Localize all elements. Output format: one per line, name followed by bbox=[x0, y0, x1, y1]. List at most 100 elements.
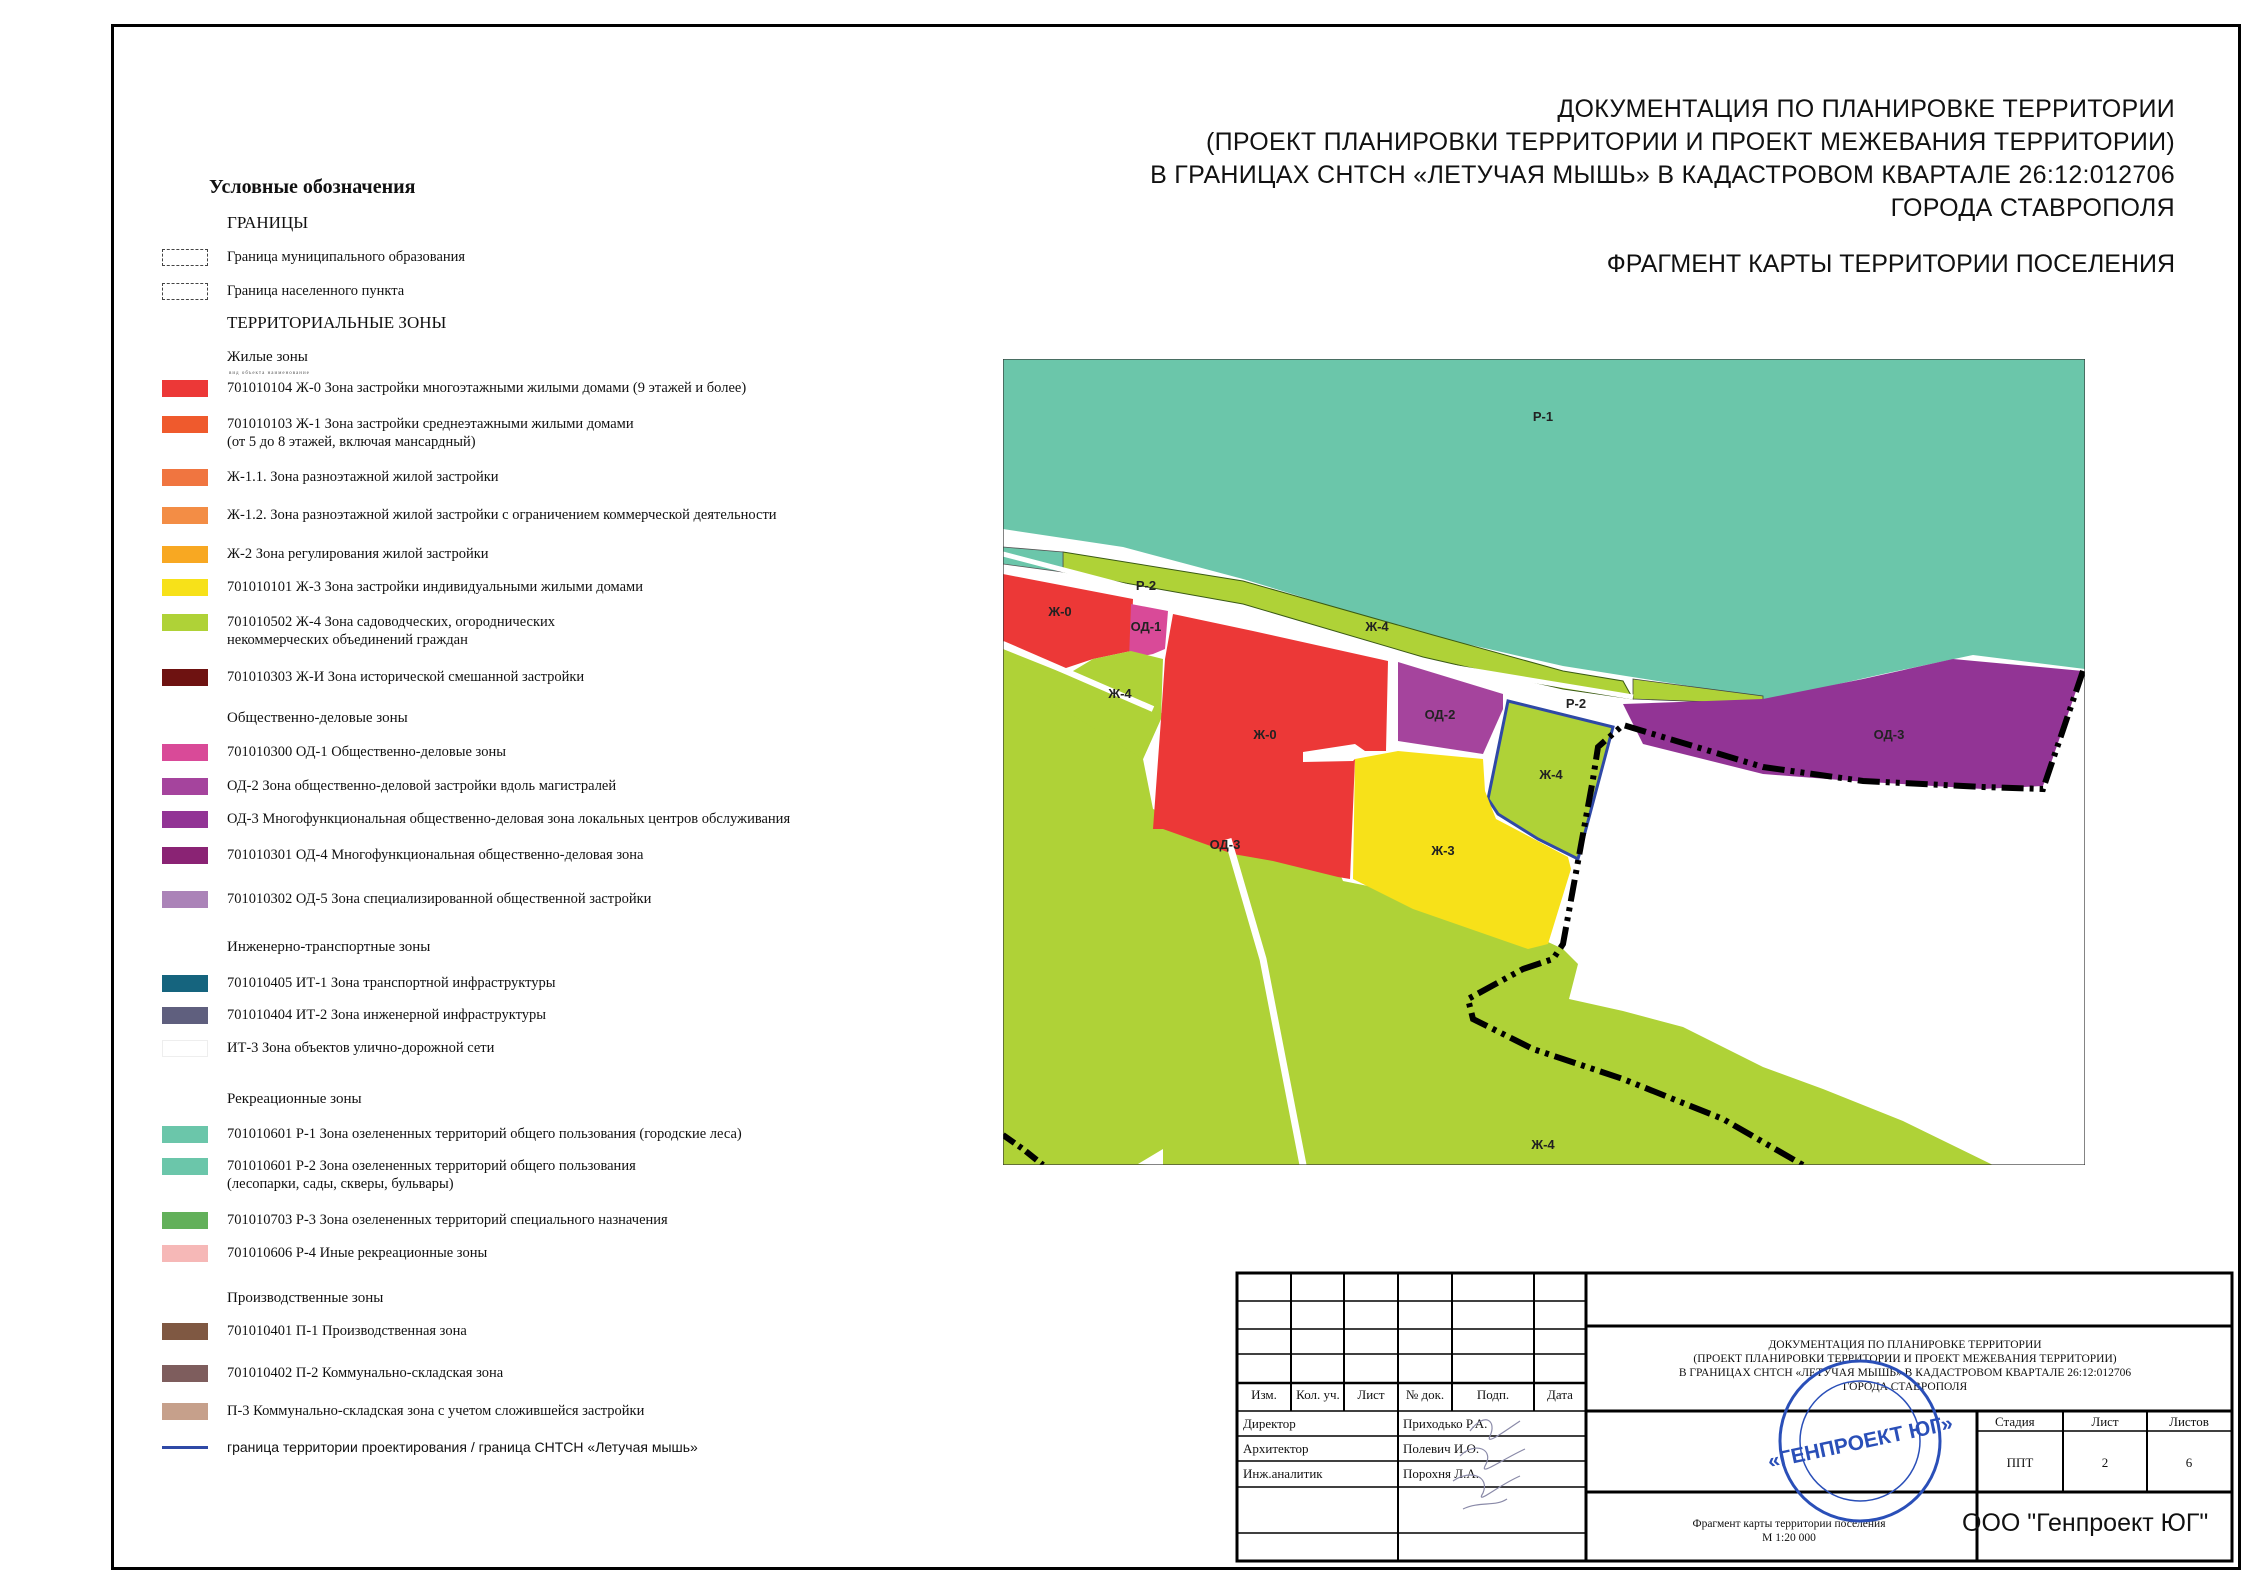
zone-swatch bbox=[162, 469, 208, 486]
map-label-zh3: Ж-3 bbox=[1430, 843, 1454, 858]
legend-title: Условные обозначения bbox=[209, 176, 416, 198]
legend-label-line2: некоммерческих объединений граждан bbox=[227, 632, 468, 648]
signature-2 bbox=[1459, 1447, 1526, 1470]
legend-item-p2: 701010402 П-2 Коммунально-складская зона bbox=[162, 1364, 503, 1382]
seal-outer-ring bbox=[1778, 1359, 1942, 1523]
seal-text: «ГЕНПРОЕКТ ЮГ» bbox=[1766, 1412, 1955, 1474]
legend-group-transport: Инженерно-транспортные зоны bbox=[227, 939, 431, 955]
legend-item-zh1: 701010103 Ж-1 Зона застройки среднеэтажн… bbox=[162, 415, 634, 451]
legend-label: Ж-2 Зона регулирования жилой застройки bbox=[227, 546, 489, 562]
legend-item-od4: 701010301 ОД-4 Многофункциональная общес… bbox=[162, 846, 643, 864]
zone-zh0-main bbox=[1153, 614, 1388, 879]
legend-item-od3: ОД-3 Многофункциональная общественно-дел… bbox=[162, 810, 790, 828]
zone-od1 bbox=[1129, 604, 1168, 659]
tb-sheets-label: Листов bbox=[2169, 1414, 2209, 1429]
map-label-od3a: ОД-3 bbox=[1874, 727, 1905, 742]
legend-item-zh2: Ж-2 Зона регулирования жилой застройки bbox=[162, 545, 489, 563]
zone-swatch bbox=[162, 1245, 208, 1262]
legend-label: 701010601 Р-2 Зона озелененных территори… bbox=[227, 1158, 636, 1174]
map-label-zh0a: Ж-0 bbox=[1047, 604, 1071, 619]
legend-label: 701010405 ИТ-1 Зона транспортной инфраст… bbox=[227, 975, 556, 991]
map-subtitle: ФРАГМЕНТ КАРТЫ ТЕРРИТОРИИ ПОСЕЛЕНИЯ bbox=[1606, 250, 2175, 278]
legend-section-zones: ТЕРРИТОРИАЛЬНЫЕ ЗОНЫ bbox=[227, 313, 447, 332]
zone-swatch bbox=[162, 1212, 208, 1229]
legend-label: 701010300 ОД-1 Общественно-деловые зоны bbox=[227, 744, 506, 760]
zone-swatch bbox=[162, 1126, 208, 1143]
zone-swatch bbox=[162, 847, 208, 864]
legend-label: Граница населенного пункта bbox=[227, 283, 405, 299]
legend-item-municipal-border: Граница муниципального образования bbox=[162, 248, 465, 266]
seal-inner-ring bbox=[1799, 1380, 1921, 1502]
legend-label: 701010103 Ж-1 Зона застройки среднеэтажн… bbox=[227, 416, 634, 432]
municipal-border-sw bbox=[1003, 1132, 1045, 1165]
legend-label: ИТ-3 Зона объектов улично-дорожной сети bbox=[227, 1040, 495, 1056]
legend-item-it3: ИТ-3 Зона объектов улично-дорожной сети bbox=[162, 1039, 494, 1057]
zone-swatch bbox=[162, 1365, 208, 1382]
zone-swatch bbox=[162, 416, 208, 433]
title-line-4: ГОРОДА СТАВРОПОЛЯ bbox=[1890, 194, 2175, 222]
title-block-grid bbox=[1235, 1271, 2234, 1563]
zone-swatch bbox=[162, 579, 208, 596]
legend-item-zh3: 701010101 Ж-3 Зона застройки индивидуаль… bbox=[162, 578, 643, 596]
legend-label: ОД-2 Зона общественно-деловой застройки … bbox=[227, 778, 617, 794]
zone-swatch bbox=[162, 669, 208, 686]
legend-label: 701010703 Р-3 Зона озелененных территори… bbox=[227, 1212, 668, 1228]
road-north bbox=[1003, 551, 1634, 700]
legend-label: Ж-1.2. Зона разноэтажной жилой застройки… bbox=[227, 507, 777, 523]
legend-label: 701010302 ОД-5 Зона специализированной о… bbox=[227, 891, 652, 907]
tb-sheets: 6 bbox=[2186, 1455, 2193, 1470]
zoning-map: Р-1 Р-2 Р-2 Ж-0 Ж-0 ОД-1 Ж-4 Ж-4 Ж-4 Ж-4… bbox=[1003, 359, 2085, 1165]
legend-label: 701010104 Ж-0 Зона застройки многоэтажны… bbox=[227, 380, 747, 396]
municipal-border bbox=[1464, 670, 2085, 1165]
title-line-1: ДОКУМЕНТАЦИЯ ПО ПЛАНИРОВКЕ ТЕРРИТОРИИ bbox=[1557, 95, 2175, 123]
tb-header-list: Лист bbox=[1357, 1387, 1385, 1402]
tb-sheet: 2 bbox=[2102, 1455, 2109, 1470]
road-corner bbox=[1138, 1149, 1163, 1165]
legend-item-od5: 701010302 ОД-5 Зона специализированной о… bbox=[162, 890, 651, 908]
title-line-2: (ПРОЕКТ ПЛАНИРОВКИ ТЕРРИТОРИИ И ПРОЕКТ М… bbox=[1205, 128, 2175, 156]
signature-3 bbox=[1452, 1474, 1521, 1510]
zone-swatch bbox=[162, 778, 208, 795]
dashed-border-swatch bbox=[162, 283, 208, 300]
tb-name-2: Полевич И.О. bbox=[1403, 1441, 1479, 1456]
legend-label: Ж-1.1. Зона разноэтажной жилой застройки bbox=[227, 469, 499, 485]
legend-group-recreation: Рекреационные зоны bbox=[227, 1091, 362, 1107]
map-label-r2a: Р-2 bbox=[1136, 578, 1156, 593]
map-label-zh4a: Ж-4 bbox=[1364, 619, 1389, 634]
legend-group-residential: Жилые зоны bbox=[227, 349, 308, 365]
legend-label: П-3 Коммунально-складская зона с учетом … bbox=[227, 1403, 645, 1419]
map-label-r1: Р-1 bbox=[1533, 409, 1553, 424]
legend-group-production: Производственные зоны bbox=[227, 1290, 384, 1306]
map-label-zh4b: Ж-4 bbox=[1107, 686, 1132, 701]
zone-swatch bbox=[162, 546, 208, 563]
zone-zh4-south bbox=[1003, 649, 1993, 1165]
legend-label: ОД-3 Многофункциональная общественно-дел… bbox=[227, 811, 791, 827]
tb-role-2: Архитектор bbox=[1243, 1441, 1308, 1456]
tb-header-izm: Изм. bbox=[1251, 1387, 1277, 1402]
signature-1 bbox=[1469, 1419, 1521, 1440]
tb-doc-line-1: ДОКУМЕНТАЦИЯ ПО ПЛАНИРОВКЕ ТЕРРИТОРИИ bbox=[1768, 1339, 2041, 1351]
zone-swatch bbox=[162, 744, 208, 761]
legend-label-line2: (от 5 до 8 этажей, включая мансардный) bbox=[227, 434, 476, 450]
tb-stage-label: Стадия bbox=[1995, 1414, 2035, 1429]
legend-item-project-border: граница территории проектирования / гран… bbox=[162, 1438, 698, 1456]
map-label-zh0b: Ж-0 bbox=[1252, 727, 1276, 742]
legend-label: 701010606 Р-4 Иные рекреационные зоны bbox=[227, 1245, 488, 1261]
zone-zh4-west bbox=[1003, 651, 1163, 759]
tb-role-3: Инж.аналитик bbox=[1243, 1466, 1323, 1481]
zone-zh0-west bbox=[1003, 574, 1133, 669]
tb-role-1: Директор bbox=[1243, 1416, 1296, 1431]
map-label-zh4c: Ж-4 bbox=[1538, 767, 1563, 782]
legend-item-od2: ОД-2 Зона общественно-деловой застройки … bbox=[162, 777, 616, 795]
zone-swatch bbox=[162, 1323, 208, 1340]
map-label-od1: ОД-1 bbox=[1131, 619, 1162, 634]
tb-header-kol: Кол. уч. bbox=[1296, 1387, 1340, 1402]
tb-stage: ППТ bbox=[2007, 1455, 2034, 1470]
zone-swatch bbox=[162, 1158, 208, 1175]
legend-item-zh0: 701010104 Ж-0 Зона застройки многоэтажны… bbox=[162, 379, 746, 397]
tb-header-sign: Подп. bbox=[1477, 1387, 1509, 1402]
legend-item-zh12: Ж-1.2. Зона разноэтажной жилой застройки… bbox=[162, 506, 777, 524]
legend-item-zh11: Ж-1.1. Зона разноэтажной жилой застройки bbox=[162, 468, 499, 486]
tb-doc-line-4: ГОРОДА СТАВРОПОЛЯ bbox=[1843, 1381, 1968, 1393]
legend-label: 701010303 Ж-И Зона исторической смешанно… bbox=[227, 669, 585, 685]
